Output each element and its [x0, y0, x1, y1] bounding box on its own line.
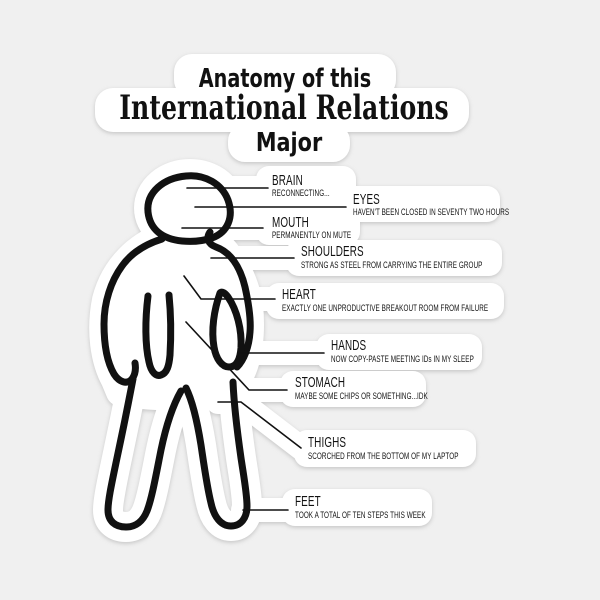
sticker-blob-heart — [266, 283, 504, 319]
leader-line-heart — [183, 275, 276, 300]
title-line-3: Major — [256, 127, 323, 158]
labels: BRAIN RECONNECTING... EYES HAVEN'T BEEN … — [272, 172, 509, 520]
sticker-blob-mouth — [256, 209, 360, 245]
head-outline — [144, 172, 234, 245]
label-hands-desc: NOW COPY-PASTE MEETING IDs IN MY SLEEP — [331, 354, 474, 364]
sticker-blob-brain — [256, 166, 356, 204]
title: Anatomy of this International Relations … — [119, 64, 448, 157]
right-leg-outline — [182, 378, 251, 530]
title-line-2: International Relations — [119, 88, 448, 128]
label-thighs-desc: SCORCHED FROM THE BOTTOM OF MY LAPTOP — [308, 451, 459, 461]
sticker-blob-thighs — [294, 430, 476, 467]
label-feet-desc: TOOK A TOTAL OF TEN STEPS THIS WEEK — [295, 510, 426, 520]
label-eyes-desc: HAVEN'T BEEN CLOSED IN SEVENTY TWO HOURS — [353, 207, 509, 217]
leader-lines — [181, 187, 347, 511]
label-shoulders-name: SHOULDERS — [301, 243, 364, 260]
label-brain-name: BRAIN — [272, 172, 303, 189]
sticker-blob-feet — [282, 489, 432, 526]
leader-line-stomach — [185, 321, 288, 391]
label-stomach-desc: MAYBE SOME CHIPS OR SOMETHING...IDK — [295, 391, 428, 401]
sticker-blob-title-3 — [228, 124, 350, 162]
label-feet-name: FEET — [295, 493, 321, 510]
title-line-1: Anatomy of this — [199, 64, 371, 94]
sticker-blob-stomach — [280, 371, 426, 407]
left-leg-outline — [104, 375, 185, 531]
left-arm-line — [142, 291, 175, 379]
sticker-blob-eyes — [338, 186, 500, 222]
right-arm-line — [209, 288, 245, 371]
label-stomach-name: STOMACH — [295, 374, 345, 391]
label-hands-name: HANDS — [331, 337, 366, 354]
label-heart-name: HEART — [282, 286, 316, 303]
sticker-blob-title-1 — [174, 54, 396, 98]
label-shoulders-desc: STRONG AS STEEL FROM CARRYING THE ENTIRE… — [301, 260, 482, 270]
label-thighs-name: THIGHS — [308, 434, 346, 451]
sticker-blob-shoulders — [286, 240, 502, 276]
label-mouth-name: MOUTH — [272, 214, 309, 231]
label-brain-desc: RECONNECTING... — [272, 188, 330, 198]
sticker-blob-hands — [316, 334, 482, 370]
label-heart-desc: EXACTLY ONE UNPRODUCTIVE BREAKOUT ROOM F… — [282, 303, 488, 313]
label-mouth-desc: PERMANENTLY ON MUTE — [272, 230, 351, 240]
leader-line-thighs — [217, 401, 302, 449]
body-right-outline — [204, 228, 254, 371]
sticker-blob-title-2 — [95, 88, 469, 132]
label-eyes-name: EYES — [353, 191, 380, 208]
figure-outline — [100, 172, 254, 531]
